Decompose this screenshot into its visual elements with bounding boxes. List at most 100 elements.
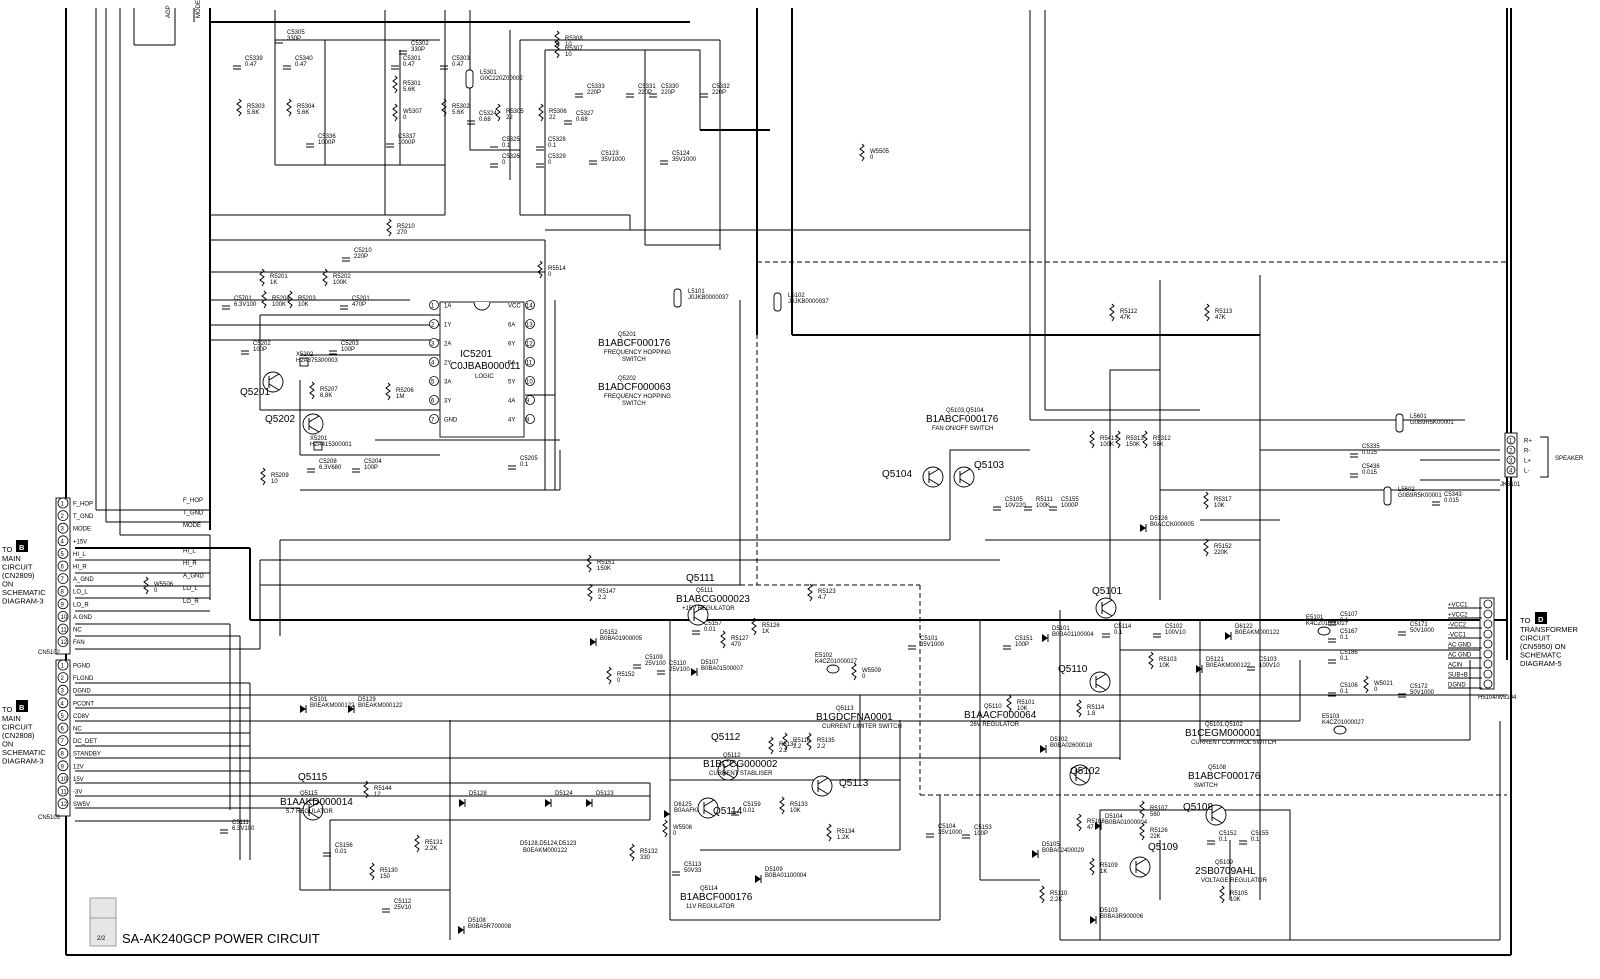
- h5104-desc-line: (CN5950) ON: [1520, 642, 1566, 651]
- ic5201-left-pin-label: 3Y: [444, 399, 451, 405]
- c5112-value: 25V10: [394, 905, 412, 911]
- r5306-value: 22: [549, 115, 556, 121]
- d5108-ref: D5108: [468, 918, 486, 924]
- l5101-value: J0JKB0000037: [688, 295, 729, 301]
- r5137-ref: R5137: [779, 742, 797, 748]
- c5104-value: 35V1000: [938, 830, 963, 836]
- pin-number: 2: [61, 514, 65, 520]
- c5111-ref: C5111: [232, 820, 249, 826]
- e5101-ref: E5101: [1306, 615, 1324, 621]
- note-ref: Q5103,Q5104: [946, 408, 984, 414]
- cn5103-pin-label: DC_DET: [73, 739, 97, 745]
- d5126-value: B0ACCK000005: [1150, 522, 1195, 528]
- ic5201-left-pin-label: 3A: [444, 380, 451, 386]
- r5317-ref: R5317: [1214, 497, 1232, 503]
- c5327-value: 0.68: [576, 117, 588, 123]
- c5156-value: 0.01: [335, 849, 347, 855]
- d5103-value: B0BA3R900006: [1100, 914, 1144, 920]
- r5107-value: 560: [1150, 812, 1161, 818]
- q5111-label: Q5111: [686, 573, 715, 584]
- pin-number: 10: [61, 777, 68, 783]
- c5210-value: 220P: [354, 254, 368, 260]
- c5171-ref: C5171: [1410, 622, 1428, 628]
- r5202-ref: R5202: [333, 274, 351, 280]
- r5108-ref: R5108: [1087, 819, 1105, 825]
- ic5201-right-pin-num: 11: [526, 361, 533, 367]
- h5104-desc-line: SCHEMATC: [1520, 651, 1562, 660]
- c5113-ref: C5113: [684, 862, 702, 868]
- c5301-value: 0.47: [403, 62, 415, 68]
- c5172-value: 50V1000: [1410, 690, 1435, 696]
- r5111-value: 100K: [1036, 503, 1050, 509]
- q5114-label: Q5114: [713, 806, 743, 817]
- r5109-value: 1K: [1100, 869, 1107, 875]
- r5135-ref: R5135: [817, 738, 835, 744]
- r5123-value: 4.7: [818, 595, 827, 601]
- r5305-ref: R5305: [506, 109, 524, 115]
- ic5201-right-pin-num: 14: [526, 304, 533, 310]
- c5106-value: 0.1: [1340, 689, 1349, 695]
- r5134-value: 1.2K: [837, 835, 849, 841]
- c5101-ref: C5101: [920, 636, 938, 642]
- note-desc2: SWITCH: [622, 357, 646, 363]
- c5205-value: 0.1: [520, 462, 529, 468]
- note-part: B1GDCFNA0001: [816, 712, 893, 723]
- h5104-pin-label: -VCC1: [1448, 633, 1467, 639]
- h5104-to: TO: [1520, 616, 1530, 625]
- c5152-value: 0.1: [1219, 837, 1228, 843]
- pin-number: 7: [61, 577, 65, 583]
- cn5103-pin-label: PCONT: [73, 701, 94, 707]
- note-part: 2SB0709AHL: [1195, 866, 1256, 877]
- c5333-value: 220P: [587, 90, 601, 96]
- r5308-value: 10: [565, 42, 572, 48]
- jk5101-pin-num: 2: [1509, 449, 1513, 455]
- ic5201-left-pin-label: GND: [444, 418, 458, 424]
- note-ref: Q5114: [700, 886, 718, 892]
- r5112-ref: R5112: [1120, 309, 1138, 315]
- c5325-value: 0.1: [502, 143, 511, 149]
- w5509-ref: W5509: [862, 668, 882, 674]
- r5304-value: 5.6K: [297, 110, 309, 116]
- q5102-label: Q5102: [1070, 766, 1100, 777]
- q5113-label: Q5113: [839, 778, 869, 789]
- c5114-ref: C5114: [1114, 624, 1132, 630]
- r5147-value: 2.2: [598, 595, 607, 601]
- w5506-value: 0: [154, 588, 158, 594]
- sheet-frame: 2/2 SA-AK240GCP POWER CIRCUIT: [65, 8, 1512, 956]
- r5206-ref: R5206: [396, 388, 414, 394]
- d5152-ref: D5152: [600, 630, 618, 636]
- cn5102-pin-label: HI_L: [73, 552, 86, 558]
- jk5101-pin-label: L-: [1524, 469, 1529, 475]
- cn5102-pin-label: +15V: [73, 539, 87, 545]
- q5101-transistor: Q5101: [1092, 586, 1122, 619]
- note-desc: CURRENT CONTROL SWITCH: [1191, 740, 1276, 746]
- pin-number: 5: [61, 714, 65, 720]
- note-part: B1CEGM000001: [1185, 728, 1261, 739]
- c5157-value: 0.01: [704, 627, 716, 633]
